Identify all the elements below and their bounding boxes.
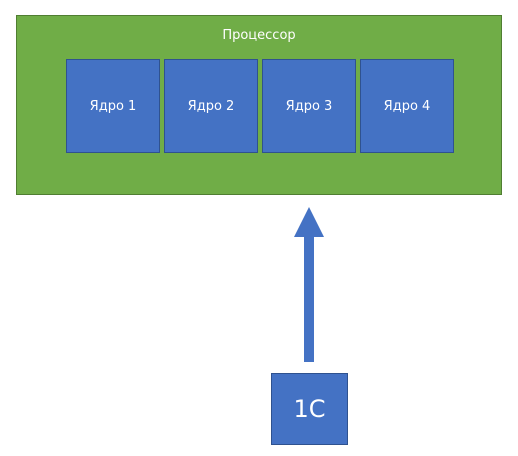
core-4-box: Ядро 4 bbox=[360, 59, 454, 153]
core-3-box: Ядро 3 bbox=[262, 59, 356, 153]
core-1-box: Ядро 1 bbox=[66, 59, 160, 153]
processor-label: Процессор bbox=[222, 28, 296, 43]
client-1c-box: 1С bbox=[271, 373, 348, 445]
arrow-shaft bbox=[304, 236, 314, 362]
processor-box: Процессор Ядро 1 Ядро 2 Ядро 3 Ядро 4 bbox=[16, 15, 502, 195]
arrow-head bbox=[294, 207, 324, 237]
core-2-box: Ядро 2 bbox=[164, 59, 258, 153]
